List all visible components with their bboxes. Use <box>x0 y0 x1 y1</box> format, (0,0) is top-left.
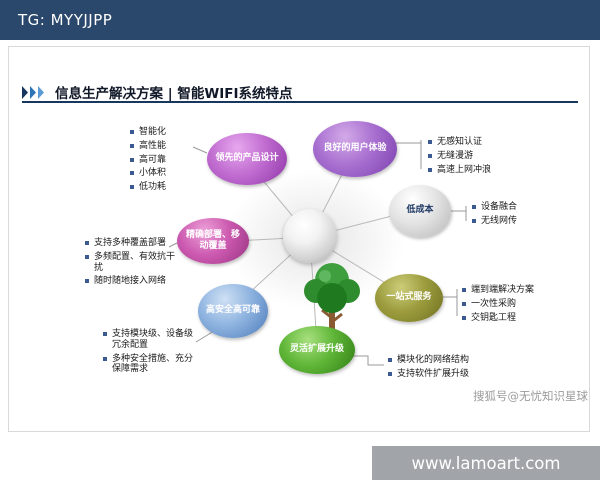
bubble-label: 高安全高可靠 <box>205 305 260 316</box>
list-item: 设备融合 <box>472 202 536 213</box>
bullet-square-icon <box>130 157 134 162</box>
list-item-text: 高可靠 <box>139 154 167 165</box>
bullet-square-icon <box>428 167 432 172</box>
list-item-text: 多频配置、有效抗干扰 <box>94 251 176 273</box>
list-item-text: 支持软件扩展升级 <box>397 368 470 379</box>
tree-image <box>304 263 360 334</box>
list-item: 一次性采购 <box>462 299 546 310</box>
footer-url: www.lamoart.com <box>411 453 561 473</box>
list-item-text: 无感知认证 <box>437 137 483 147</box>
list-item: 支持多种覆盖部署 <box>85 238 177 249</box>
list-item: 小体积 <box>130 168 194 179</box>
list-item-text: 设备融合 <box>481 202 518 212</box>
watermark-text: 搜狐号@无忧知识星球 <box>473 389 588 403</box>
bullet-square-icon <box>85 254 89 259</box>
bubble-label: 灵活扩展升级 <box>289 344 344 355</box>
bullet-square-icon <box>130 185 134 190</box>
bubble-precise-deployment: 精确部署、移动覆盖 <box>177 218 249 264</box>
list-item: 模块化的网络结构 <box>388 355 480 366</box>
bubble-flexible-upgrade: 灵活扩展升级 <box>279 326 355 374</box>
bullet-square-icon <box>428 153 432 158</box>
bullet-square-icon <box>130 171 134 176</box>
list-item-text: 随时随地接入网络 <box>94 276 167 287</box>
list-item-text: 智能化 <box>139 127 167 137</box>
bullet-square-icon <box>462 288 466 292</box>
list-item-text: 支持多种覆盖部署 <box>94 238 167 248</box>
list-item: 智能化 <box>130 127 194 138</box>
bullet-square-icon <box>388 358 392 362</box>
list-item-text: 端到端解决方案 <box>471 285 535 295</box>
bubble-label: 低成本 <box>406 205 434 216</box>
list-item-text: 一次性采购 <box>471 298 517 309</box>
title-chevrons-icon <box>22 85 44 99</box>
top-banner: TG: MYYJJPP <box>0 0 600 40</box>
bubble-high-security-reliability: 高安全高可靠 <box>198 284 268 338</box>
list-item-text: 支持模块级、设备级冗余配置 <box>112 329 194 350</box>
list-item: 无线网传 <box>472 216 536 227</box>
bullet-square-icon <box>103 332 107 336</box>
list-item: 高性能 <box>130 141 194 152</box>
bubble-low-cost: 低成本 <box>389 185 451 237</box>
list-item: 支持软件扩展升级 <box>388 369 480 380</box>
bullet-square-icon <box>85 279 89 284</box>
bullet-square-icon <box>130 143 134 148</box>
list-item: 高速上网冲浪 <box>428 165 506 176</box>
list-item: 多种安全措施、充分保障需求 <box>103 354 199 376</box>
list-item-text: 多种安全措施、充分保障需求 <box>112 353 194 375</box>
feature-list-user-experience: 无感知认证 无缝漫游 高速上网冲浪 <box>428 137 506 178</box>
feature-list-high-security: 支持模块级、设备级冗余配置 多种安全措施、充分保障需求 <box>103 329 199 378</box>
list-item: 低功耗 <box>130 182 194 193</box>
list-item-text: 高速上网冲浪 <box>437 164 492 175</box>
slide-title: 信息生产解决方案 | 智能WIFI系统特点 <box>55 86 293 102</box>
list-item-text: 模块化的网络结构 <box>397 355 470 365</box>
footer-watermark-bar: www.lamoart.com <box>372 446 600 480</box>
list-item-text: 交钥匙工程 <box>471 312 517 323</box>
bubble-leading-product-design: 领先的产品设计 <box>207 133 287 185</box>
list-item-text: 无线网传 <box>481 215 518 226</box>
banner-tag-text: TG: MYYJJPP <box>18 11 113 29</box>
list-item: 无感知认证 <box>428 137 506 148</box>
feature-list-low-cost: 设备融合 无线网传 <box>472 202 536 230</box>
center-sphere <box>283 209 337 263</box>
bubble-label: 一站式服务 <box>386 292 432 303</box>
feature-list-flexible-upgrade: 模块化的网络结构 支持软件扩展升级 <box>388 355 480 383</box>
list-item-text: 无缝漫游 <box>437 150 474 161</box>
list-item: 高可靠 <box>130 155 194 166</box>
list-item: 端到端解决方案 <box>462 285 546 296</box>
bullet-square-icon <box>85 241 89 245</box>
bubble-good-user-experience: 良好的用户体验 <box>313 121 397 177</box>
bullet-square-icon <box>472 205 476 209</box>
bullet-square-icon <box>130 130 134 134</box>
bubble-label: 领先的产品设计 <box>215 153 279 164</box>
feature-list-one-stop-service: 端到端解决方案 一次性采购 交钥匙工程 <box>462 285 546 326</box>
feature-list-product-design: 智能化 高性能 高可靠 小体积 低功耗 <box>130 127 194 196</box>
list-item: 无缝漫游 <box>428 151 506 162</box>
list-item-text: 高性能 <box>139 140 167 151</box>
bullet-square-icon <box>462 315 466 320</box>
list-item: 随时随地接入网络 <box>85 276 177 287</box>
feature-list-precise-deployment: 支持多种覆盖部署 多频配置、有效抗干扰 随时随地接入网络 <box>85 238 177 290</box>
list-item-text: 低功耗 <box>139 182 167 193</box>
title-underline <box>22 101 578 103</box>
bubble-label: 精确部署、移动覆盖 <box>185 229 240 251</box>
bullet-square-icon <box>462 301 466 306</box>
title-row: 信息生产解决方案 | 智能WIFI系统特点 <box>22 82 293 102</box>
list-item-text: 小体积 <box>139 168 167 179</box>
list-item: 多频配置、有效抗干扰 <box>85 252 177 274</box>
bullet-square-icon <box>428 140 432 144</box>
bullet-square-icon <box>388 371 392 376</box>
bubble-label: 良好的用户体验 <box>323 143 387 154</box>
list-item: 交钥匙工程 <box>462 313 546 324</box>
bullet-square-icon <box>103 356 107 361</box>
bullet-square-icon <box>472 218 476 223</box>
bubble-one-stop-service: 一站式服务 <box>375 274 443 322</box>
list-item: 支持模块级、设备级冗余配置 <box>103 329 199 351</box>
